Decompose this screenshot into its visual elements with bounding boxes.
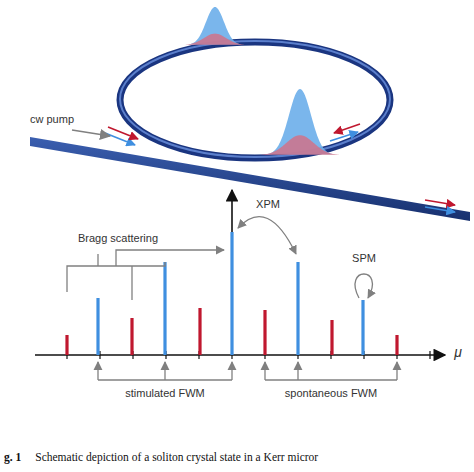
bus-waveguide bbox=[30, 137, 470, 221]
process-label: stimulated FWM bbox=[123, 387, 206, 400]
process-label: SPM bbox=[350, 252, 378, 265]
process-label: Bragg scattering bbox=[76, 232, 160, 245]
propagation-arrows bbox=[72, 124, 455, 212]
ring-resonator bbox=[120, 41, 390, 158]
comb-lines bbox=[67, 232, 397, 355]
process-label: spontaneous FWM bbox=[283, 387, 379, 400]
process-brackets bbox=[67, 217, 397, 380]
spectrum-axes bbox=[35, 190, 445, 355]
process-label: cw pump bbox=[28, 113, 76, 126]
figure-caption: Schematic depiction of a soliton crystal… bbox=[35, 450, 318, 464]
process-label: XPM bbox=[254, 198, 282, 211]
figure-number: g. 1 bbox=[4, 450, 21, 464]
axis-label: μ bbox=[452, 346, 464, 359]
axis-ticks bbox=[67, 351, 430, 359]
soliton-pulses bbox=[181, 7, 341, 155]
